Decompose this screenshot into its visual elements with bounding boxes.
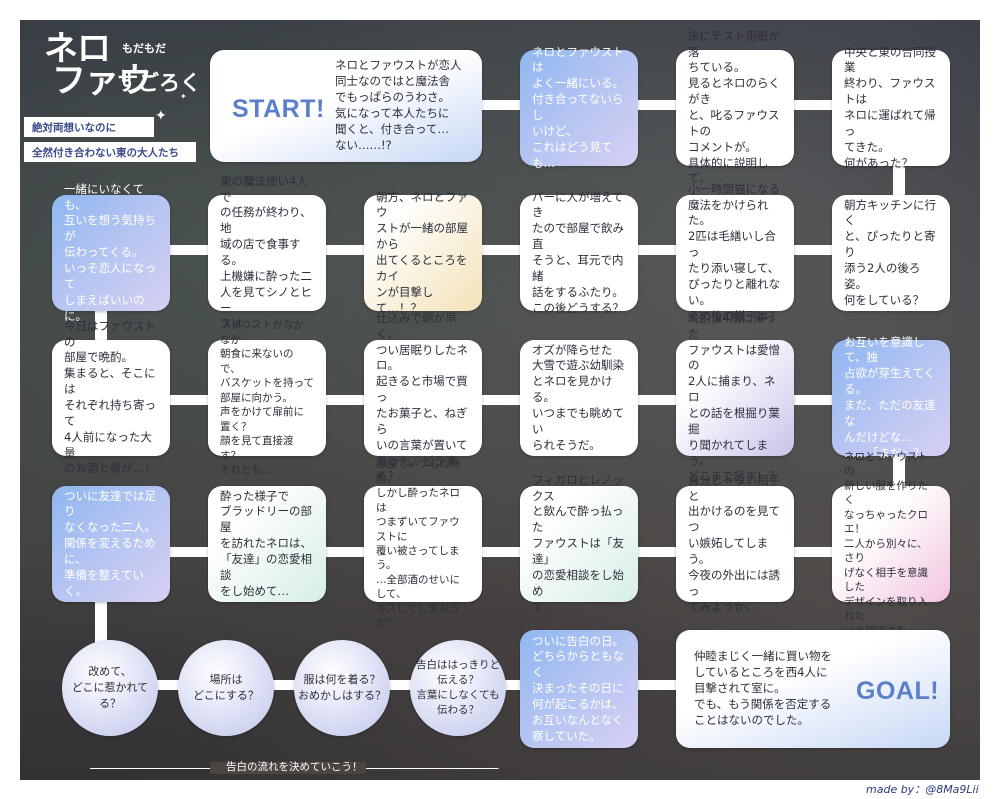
square-2-3: 朝方、ネロとファウ ストが一緒の部屋から 出てくるところをカイ ンが目撃して…！… [364,190,482,315]
path-row2 [100,245,900,255]
question-circle-1: 改めて、 どこに惹かれてる？ [62,640,158,736]
square-1-2: ネロとファウストは よく一緒にいる。 付き合ってないらし いけど、 これはどう見… [520,45,638,170]
square-3-5: 晩酌後4階に帰った ファウストは愛憎の 2人に捕まり、ネロ との話を根掘り葉掘 … [676,311,794,483]
square-2-4: バーに人が増えてき たので部屋で飲み直 そうと、耳元で内緒 話をするふたり。 こ… [520,190,638,315]
subtitle-tag-1: 絶対両想いなのに [24,117,154,137]
square-2-5: 小一時間猫になる 魔法をかけられた。 2匹は毛繕いし合っ たり添い寝して、 ぴっ… [676,182,794,323]
square-4-3: 部屋でいつもの晩酌。 しかし酔ったネロは つまずいてファウストに 覆い被さってし… [364,458,482,629]
square-3-6: お互いを意識して、独 占欲が芽生えてくる。 まだ、ただの友達な んだけどな… …… [832,335,950,460]
sparkle-icon-small: ✦ [180,92,187,101]
start-label: START! [232,95,325,123]
square-3-3: 仕込みで朝が早く、 つい居眠りしたネロ。 起きると市場で買っ たお菓子と、ねぎら… [364,311,482,483]
flow-text-bg [210,762,366,774]
flow-caption: 告白の流れを決めていこう！ [226,761,363,773]
start-text: ネロとファウストが恋人 同士なのではと魔法舎 でもっぱらのうわさ。 気になって本… [335,58,462,152]
subtitle-tag-2: 全然付き合わない東の大人たち [24,142,196,162]
square-4-1: ついに友達では足り なくなった二人。 関係を変えるために、 準備を整えていく。 [52,486,170,602]
square-4-6: ネロとファウストの 新しい服を作りたく なっちゃったクロエ！ 二人から別々に、さ… [832,451,950,637]
path-row4 [100,547,900,557]
question-circle-2: 場所は どこにする？ [178,640,274,736]
square-2-6: 朝方キッチンに行く と、ぴったりと寄り 添う2人の後ろ姿。 何をしている？ [832,195,950,311]
square-goal: 仲睦まじく一緒に買い物を しているところを西4人に 目撃されて室に。 でも、もう… [676,630,950,748]
goal-text: 仲睦まじく一緒に買い物を しているところを西4人に 目撃されて室に。 でも、もう… [694,649,832,727]
square-2-1: 一緒にいなくても、 互いを想う気持ちが 伝わってくる。 いっそ恋人になって しま… [52,182,170,323]
square-2-2: 東の魔法使い4人で の任務が終わり、地 域の店で食事する。 上機嫌に酔った二 人… [208,174,326,330]
square-3-1: 今日はファウストの 部屋で晩酌。 集まると、そこには それぞれ持ち寄って 4人前… [52,319,170,475]
sugoroku-board: ネロ もだもだ ファウ すごろく 絶対両想いなのに 全然付き合わない東の大人たち… [20,20,980,780]
title-fau: ファウ [52,61,152,101]
square-5-5: ついに告白の日。 どちらからともなく 決まったその日に 何が起こるかは、 お互い… [520,630,638,748]
made-by-credit: made by：@8Ma9Lii [866,783,979,796]
square-4-2: 酔った様子で ブラッドリーの部屋 を訪れたネロは、 「友達」の恋愛相談 をし始め… [208,486,326,602]
square-3-2: ファウストがなかなか 朝食に来ないので、 バスケットを持って 部屋に向かう。 声… [208,319,326,476]
question-circle-3: 服は何を着る？ おめかしはする？ [294,640,390,736]
square-3-4: オズが降らせた 大雪で遊ぶ幼馴染 とネロを見かける。 いつまでも眺めてい られそ… [520,340,638,456]
title-nero: ネロ [44,29,111,69]
square-4-5: 自分じゃない相手と 出かけるのを見てつ い嫉妬してしまう。 今夜の外出には誘っ … [676,473,794,614]
question-circle-4: 告白ははっきりと 伝える？ 言葉にしなくても 伝わる？ [410,640,506,736]
square-1-4: 中央と東の合同授業 終わり、ファウストは ネロに運ばれて帰っ てきた。 何があっ… [832,45,950,170]
goal-label: GOAL! [856,677,940,705]
sparkle-icon: ✦ [155,108,167,124]
title-sugoroku: すごろく [117,71,201,95]
square-4-4: フィガロとレノックス と飲んで酔っ払った ファウストは「友達」 の恋愛相談をし始… [520,473,638,614]
title-modamoda: もだもだ [122,42,166,55]
square-start: START! ネロとファウストが恋人 同士なのではと魔法舎 でもっぱらのうわさ。… [210,50,482,162]
path-row5 [100,680,700,690]
square-1-3: 床にテスト用紙が落 ちている。 見るとネロのらくがき と、叱るファウストの コメ… [676,29,794,185]
path-row3 [100,395,900,405]
